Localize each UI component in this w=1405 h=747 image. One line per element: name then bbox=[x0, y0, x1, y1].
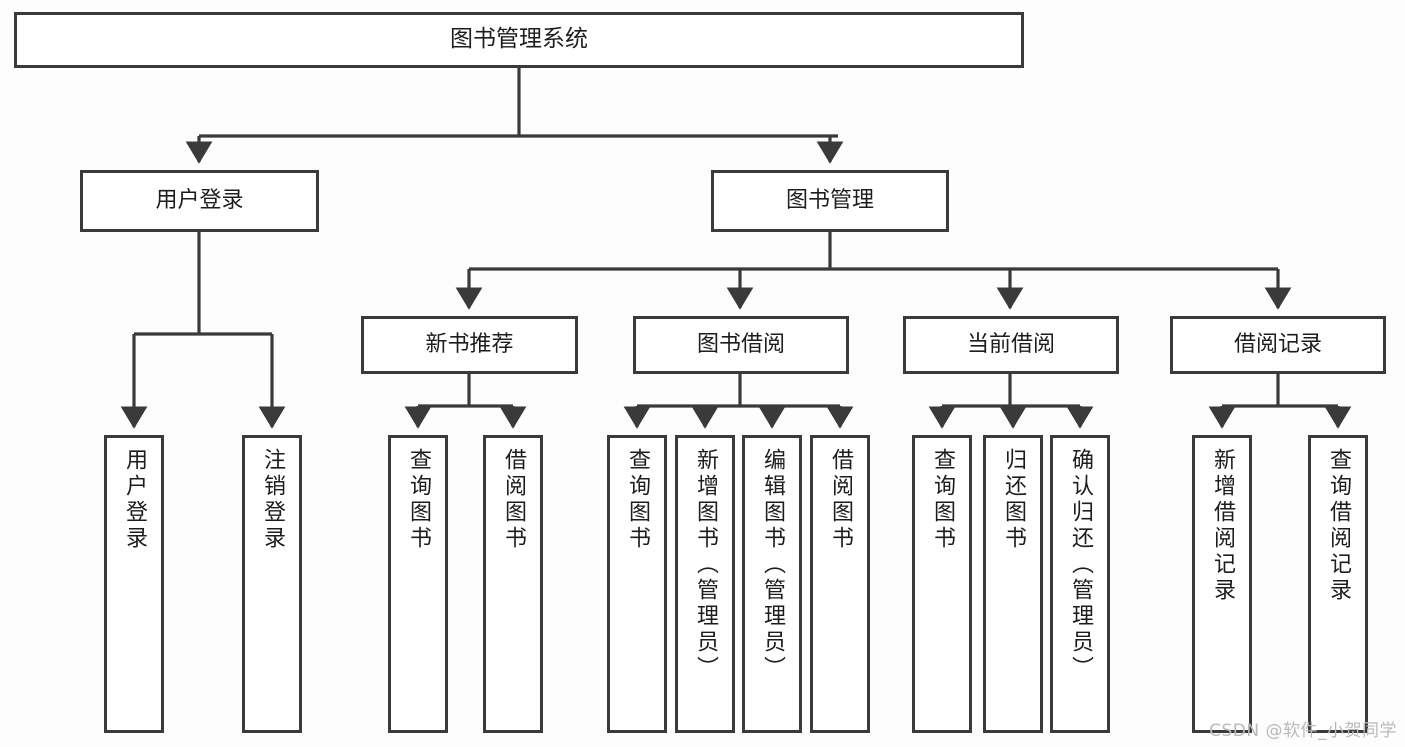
node-leaf-borrow-book-label: 借阅图书 bbox=[828, 448, 853, 552]
node-leaf-borrow-book-rec[interactable]: 借阅图书 bbox=[483, 435, 543, 733]
csdn-watermark: CSDN @软件_小贺同学 bbox=[1209, 721, 1397, 741]
node-leaf-add-book-admin-label: 新增图书（管理员） bbox=[693, 448, 718, 682]
node-leaf-confirm-return-admin-label: 确认归还（管理员） bbox=[1068, 448, 1093, 682]
node-leaf-user-login[interactable]: 用户登录 bbox=[104, 435, 164, 733]
node-leaf-query-book-cur[interactable]: 查询图书 bbox=[912, 435, 972, 733]
node-new-book-recommend-label: 新书推荐 bbox=[425, 331, 514, 357]
node-leaf-query-book-cur-label: 查询图书 bbox=[930, 448, 955, 552]
node-root-label: 图书管理系统 bbox=[450, 26, 588, 53]
node-book-manage-label: 图书管理 bbox=[785, 187, 874, 213]
node-current-borrow[interactable]: 当前借阅 bbox=[903, 316, 1119, 374]
node-leaf-edit-book-admin-label: 编辑图书（管理员） bbox=[760, 448, 785, 682]
node-book-borrow[interactable]: 图书借阅 bbox=[633, 316, 849, 374]
node-root[interactable]: 图书管理系统 bbox=[14, 12, 1024, 68]
node-leaf-user-login-label: 用户登录 bbox=[122, 448, 147, 552]
node-leaf-user-logout-label: 注销登录 bbox=[260, 448, 285, 552]
node-borrow-record[interactable]: 借阅记录 bbox=[1170, 316, 1386, 374]
node-leaf-return-book[interactable]: 归还图书 bbox=[983, 435, 1043, 733]
node-leaf-query-book-borrow[interactable]: 查询图书 bbox=[607, 435, 667, 733]
node-leaf-query-book-borrow-label: 查询图书 bbox=[625, 448, 650, 552]
node-leaf-return-book-label: 归还图书 bbox=[1001, 448, 1026, 552]
node-leaf-query-borrow-record-label: 查询借阅记录 bbox=[1326, 448, 1351, 604]
node-leaf-borrow-book-rec-label: 借阅图书 bbox=[501, 448, 526, 552]
node-user-login[interactable]: 用户登录 bbox=[80, 170, 319, 232]
node-leaf-query-book-rec[interactable]: 查询图书 bbox=[388, 435, 448, 733]
node-book-manage[interactable]: 图书管理 bbox=[711, 170, 949, 232]
node-leaf-query-book-rec-label: 查询图书 bbox=[406, 448, 431, 552]
node-borrow-record-label: 借阅记录 bbox=[1233, 331, 1322, 357]
node-book-borrow-label: 图书借阅 bbox=[696, 331, 785, 357]
node-user-login-label: 用户登录 bbox=[155, 187, 244, 213]
node-leaf-add-borrow-record[interactable]: 新增借阅记录 bbox=[1192, 435, 1252, 733]
node-leaf-borrow-book[interactable]: 借阅图书 bbox=[810, 435, 870, 733]
node-leaf-edit-book-admin[interactable]: 编辑图书（管理员） bbox=[742, 435, 802, 733]
node-leaf-add-book-admin[interactable]: 新增图书（管理员） bbox=[675, 435, 735, 733]
node-leaf-confirm-return-admin[interactable]: 确认归还（管理员） bbox=[1050, 435, 1110, 733]
node-current-borrow-label: 当前借阅 bbox=[966, 331, 1055, 357]
node-leaf-query-borrow-record[interactable]: 查询借阅记录 bbox=[1308, 435, 1368, 733]
node-leaf-user-logout[interactable]: 注销登录 bbox=[242, 435, 302, 733]
node-new-book-recommend[interactable]: 新书推荐 bbox=[361, 316, 578, 374]
node-leaf-add-borrow-record-label: 新增借阅记录 bbox=[1210, 448, 1235, 604]
